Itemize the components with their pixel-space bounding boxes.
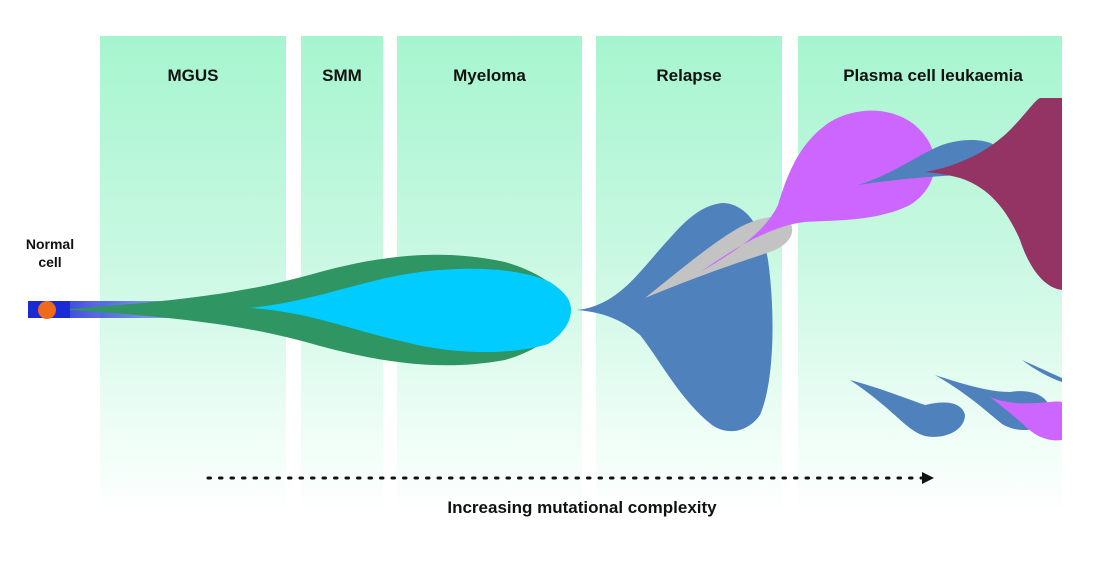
cyan-clone [250, 268, 571, 353]
normal-cell-dot [38, 301, 56, 319]
maroon-clone [925, 98, 1062, 290]
stage-label-plasma-cell-leukaemia: Plasma cell leukaemia [843, 66, 1023, 85]
stage-panel-mgus [100, 36, 286, 516]
normal-cell-label: Normal cell [18, 235, 82, 271]
stage-label-smm: SMM [322, 66, 362, 85]
mutational-complexity-label: Increasing mutational complexity [447, 498, 717, 517]
stage-label-relapse: Relapse [656, 66, 722, 85]
stage-label-myeloma: Myeloma [453, 66, 526, 85]
blue-clone-small-3 [1022, 360, 1062, 382]
magenta-clone [700, 110, 935, 272]
magenta-clone-small [990, 397, 1062, 441]
complexity-arrow-head [922, 472, 934, 484]
stage-label-mgus: MGUS [167, 66, 219, 85]
normal-cell-label-line2: cell [38, 254, 62, 270]
blue-clone-small-1 [850, 380, 965, 437]
normal-cell-label-line1: Normal [25, 236, 75, 252]
